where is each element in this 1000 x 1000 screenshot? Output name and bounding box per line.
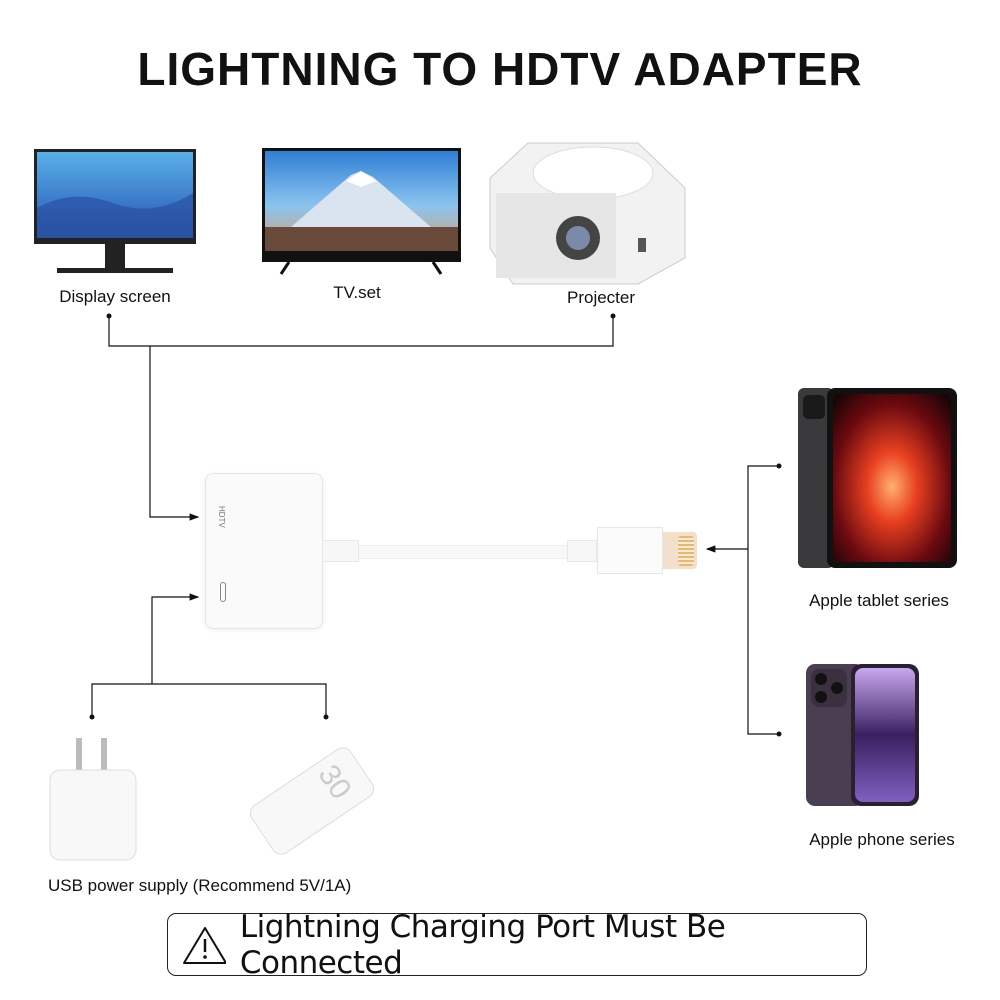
hdtv-adapter: HDTV	[205, 473, 323, 629]
warning-triangle-icon	[183, 926, 226, 964]
lightning-tip	[663, 532, 697, 569]
cable-boot	[567, 540, 597, 562]
projector-icon	[489, 142, 686, 285]
monitor-icon	[34, 149, 196, 273]
usb-charger-icon	[49, 738, 137, 861]
output-label: TV.set	[333, 283, 381, 302]
cable-boot	[322, 540, 359, 562]
device-label: Apple phone series	[809, 830, 955, 849]
phone-icon	[806, 664, 919, 806]
warning-text: Lightning Charging Port Must Be Connecte…	[239, 908, 726, 981]
cable	[359, 545, 567, 559]
tv-icon	[262, 148, 461, 275]
device-label: Apple tablet series	[809, 591, 949, 610]
lightning-connector	[597, 527, 663, 574]
output-label: Projecter	[566, 288, 636, 307]
power-bank-mark: 30	[311, 759, 358, 806]
power-supply-label: USB power supply (Recommend 5V/1A)	[48, 876, 352, 895]
warning-box: Lightning Charging Port Must Be Connecte…	[167, 909, 867, 981]
output-label: Display screen	[59, 287, 171, 306]
hdtv-port-label: HDTV	[217, 506, 226, 528]
tablet-icon	[798, 388, 957, 568]
charging-port	[220, 582, 226, 602]
page-title: LIGHTNING TO HDTV ADAPTER	[137, 43, 863, 95]
